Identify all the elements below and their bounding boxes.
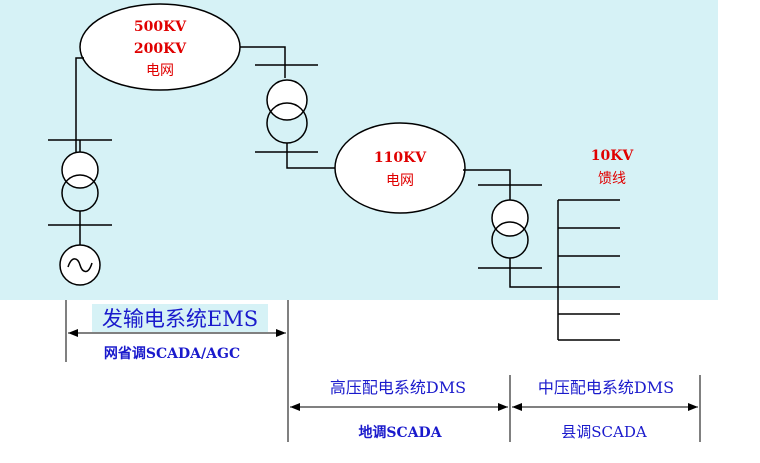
transformer-gen-upper-coil (61, 151, 99, 189)
ems-subtitle: 网省调SCADA/AGC (104, 345, 240, 362)
grid-500kv-line3: 电网 (146, 63, 174, 79)
grid-500kv-line1: 500KV (134, 19, 187, 35)
hv-dms-subtitle: 地调SCADA (358, 424, 442, 441)
mv-dms-title: 中压配电系统DMS (538, 378, 674, 397)
grid-110kv-line1: 110KV (374, 150, 427, 166)
ems-title-bg (92, 304, 268, 332)
grid-110kv-ellipse (334, 122, 466, 214)
mv-dms-subtitle: 县调SCADA (561, 423, 647, 441)
transformer-t2-upper-coil (266, 79, 308, 121)
feeder-line2: 馈线 (598, 171, 626, 187)
grid-500kv-line2: 200KV (134, 41, 187, 57)
grid-110kv-line2: 电网 (386, 173, 414, 189)
ems-title: 发输电系统EMS (102, 307, 258, 331)
feeder-line1: 10KV (591, 148, 635, 164)
wire-110kv-to-t3 (463, 169, 511, 200)
hv-dms-title: 高压配电系统DMS (330, 378, 466, 397)
wire-500kv-to-gen (75, 57, 84, 155)
wire-t3-to-feeder (509, 258, 558, 288)
transformer-t3-upper-coil (491, 199, 529, 237)
wire-500kv-to-t2 (240, 46, 286, 78)
generator-wave (67, 258, 93, 273)
wire-t2-to-110kv (286, 143, 335, 169)
